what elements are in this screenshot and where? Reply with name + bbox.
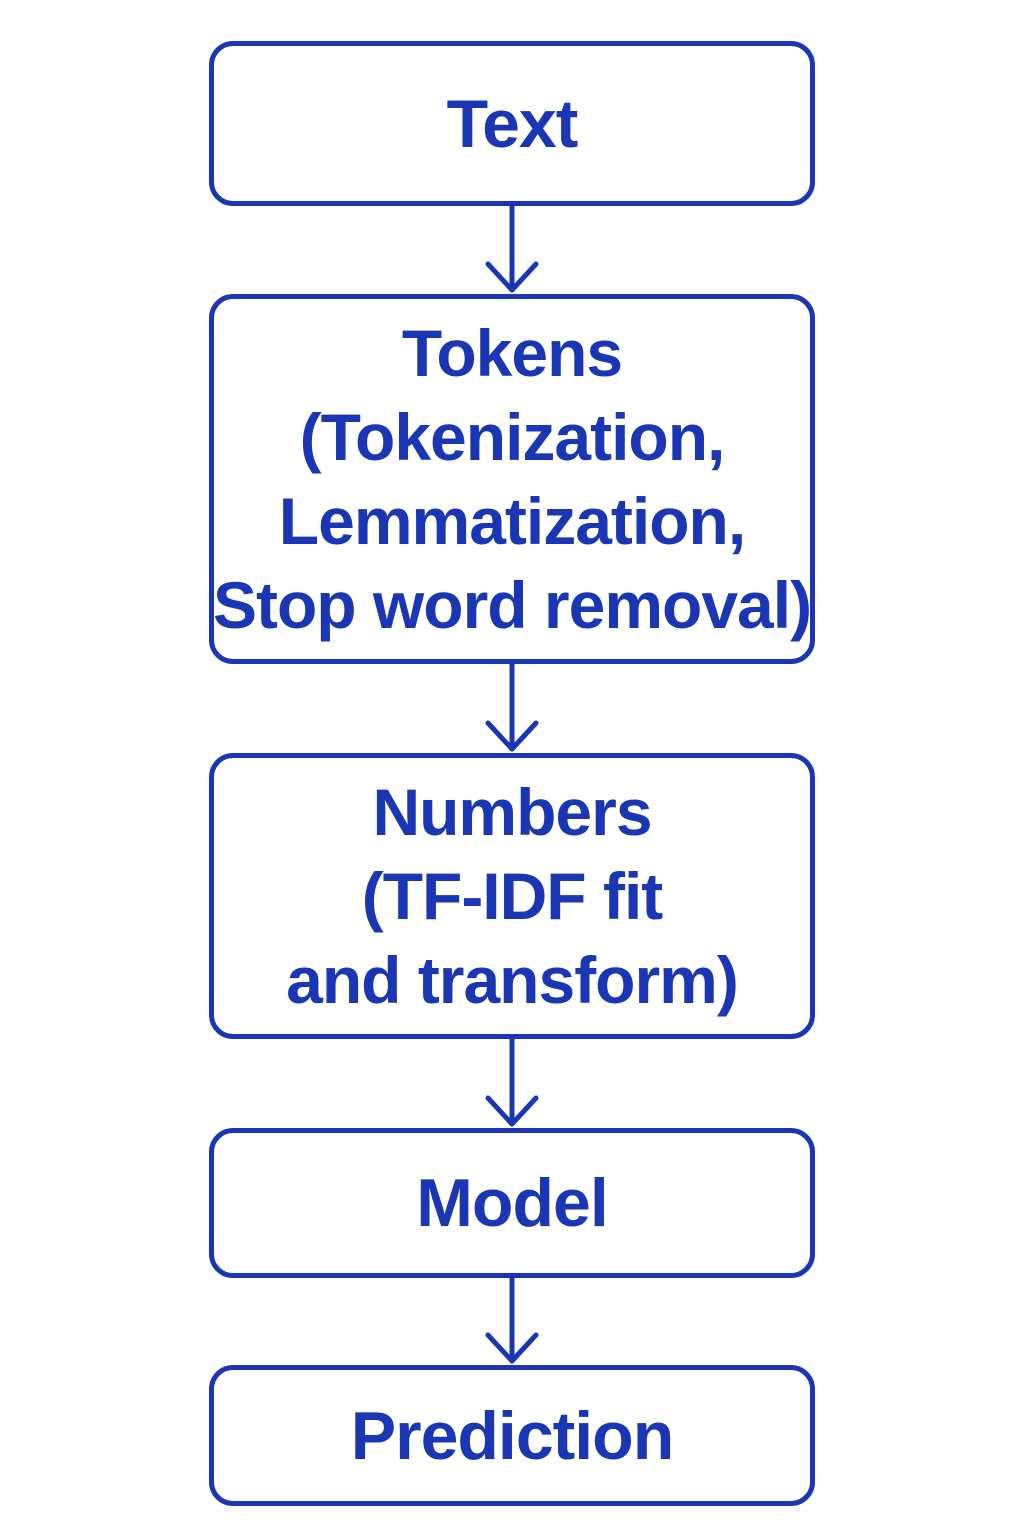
node-text-line-1: Text <box>446 85 579 162</box>
node-numbers-label: Numbers (TF-IDF fit and transform) <box>286 770 739 1022</box>
node-model-line-1: Model <box>416 1165 608 1241</box>
node-numbers: Numbers (TF-IDF fit and transform) <box>209 753 815 1039</box>
arrow-text-to-tokens <box>485 203 539 293</box>
arrow-tokens-to-numbers <box>485 661 539 752</box>
node-text: Text <box>209 41 815 206</box>
node-model-label: Model <box>416 1163 608 1243</box>
node-tokens-line-2: (Tokenization, <box>299 400 726 474</box>
node-tokens-line-1: Tokens <box>401 316 623 390</box>
node-numbers-line-3: and transform) <box>286 943 739 1017</box>
node-tokens-label: Tokens (Tokenization, Lemmatization, Sto… <box>212 311 812 647</box>
node-tokens-line-4: Stop word removal) <box>212 568 812 642</box>
node-text-label: Text <box>446 84 579 164</box>
node-tokens: Tokens (Tokenization, Lemmatization, Sto… <box>209 294 815 664</box>
node-prediction: Prediction <box>209 1365 815 1506</box>
node-prediction-line-1: Prediction <box>350 1397 674 1474</box>
arrow-model-to-prediction <box>485 1275 539 1364</box>
node-numbers-line-2: (TF-IDF fit <box>361 859 664 933</box>
node-model: Model <box>209 1128 815 1278</box>
node-prediction-label: Prediction <box>351 1396 674 1476</box>
node-numbers-line-1: Numbers <box>372 775 652 849</box>
arrow-numbers-to-model <box>485 1036 539 1127</box>
node-tokens-line-3: Lemmatization, <box>278 484 746 558</box>
